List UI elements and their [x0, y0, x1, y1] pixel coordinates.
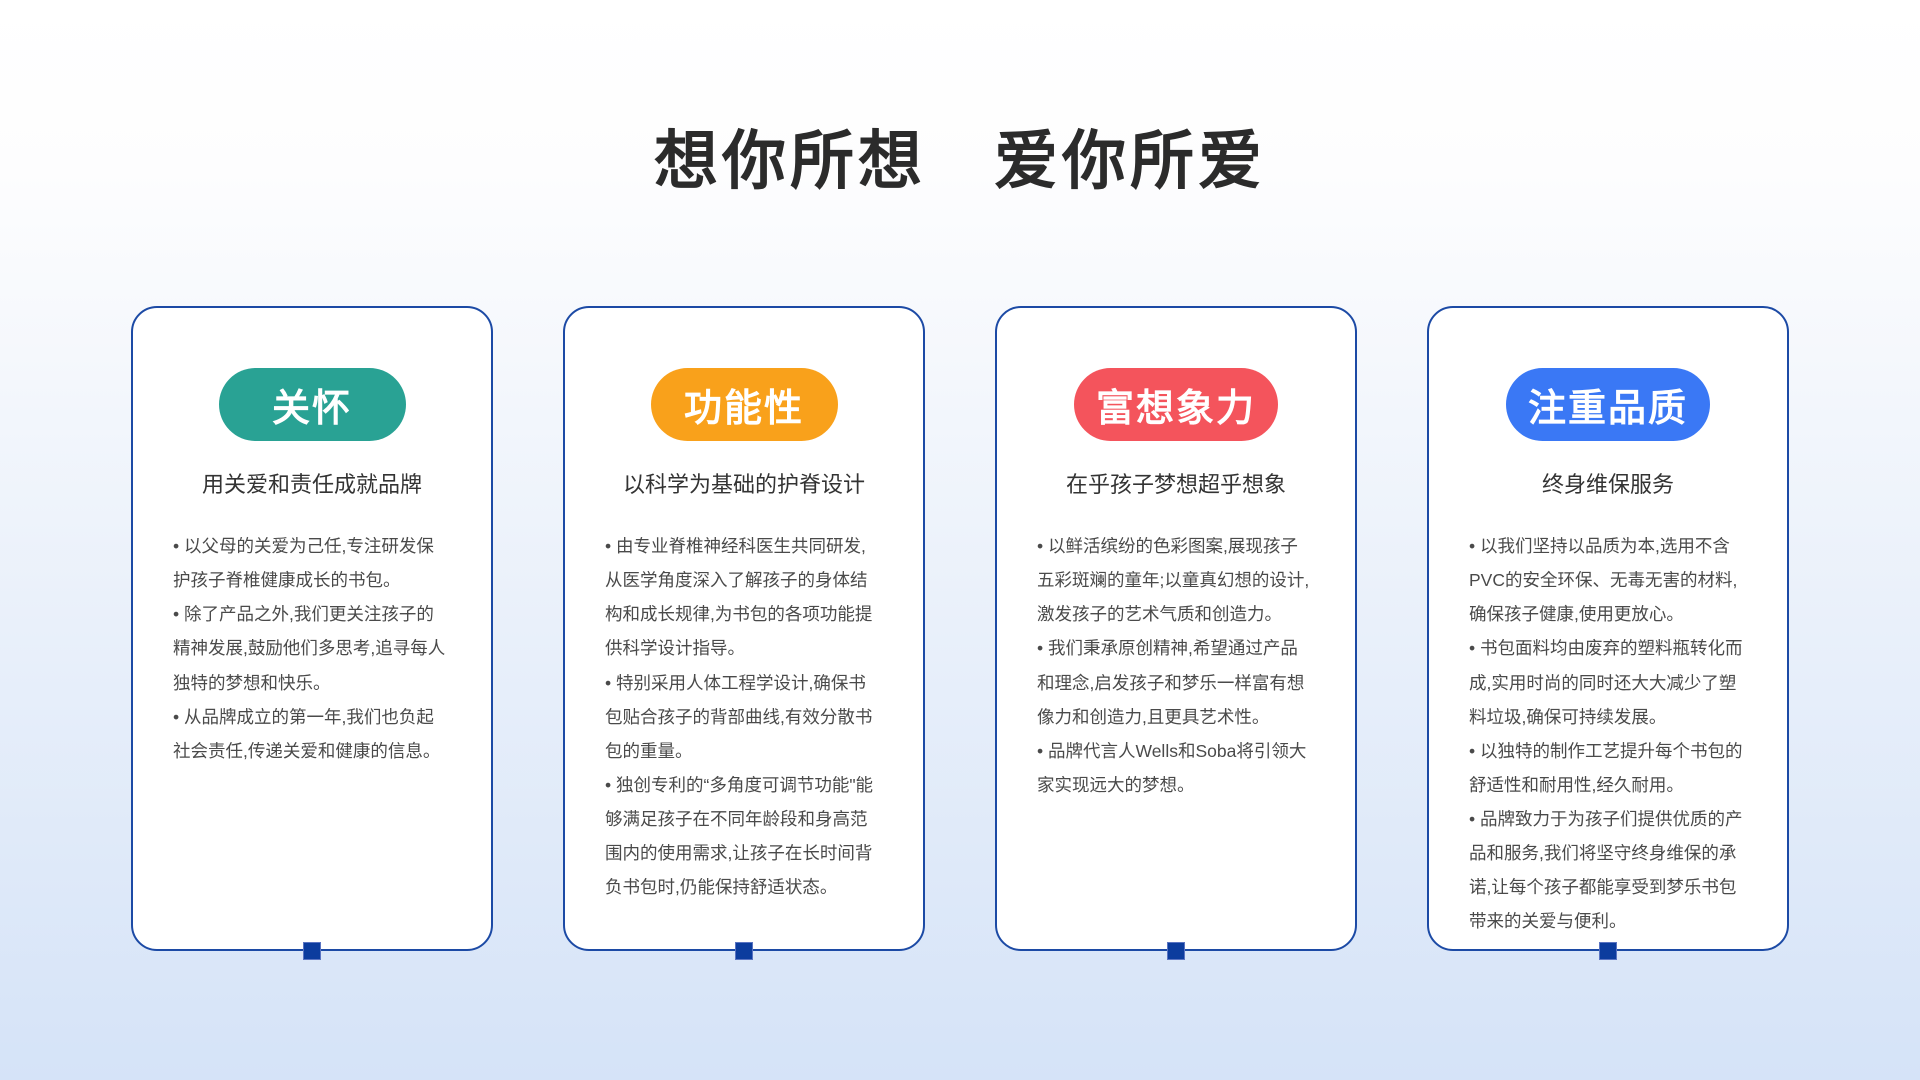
bullet-item: 由专业脊椎神经科医生共同研发,从医学角度深入了解孩子的身体结构和成长规律,为书包…: [605, 529, 883, 666]
care-badge: 关怀: [218, 368, 406, 441]
bullet-item: 以我们坚持以品质为本,选用不含PVC的安全环保、无毒无害的材料,确保孩子健康,使…: [1469, 529, 1747, 631]
quality-badge: 注重品质: [1505, 368, 1710, 441]
selection-handle: [1167, 942, 1185, 960]
card-subtitle: 在乎孩子梦想超乎想象: [1065, 472, 1286, 497]
bullet-list: 由专业脊椎神经科医生共同研发,从医学角度深入了解孩子的身体结构和成长规律,为书包…: [605, 529, 883, 904]
card-subtitle: 以科学为基础的护脊设计: [622, 472, 865, 497]
bullet-list: 以我们坚持以品质为本,选用不含PVC的安全环保、无毒无害的材料,确保孩子健康,使…: [1469, 529, 1747, 939]
card-care: 关怀 用关爱和责任成就品牌 以父母的关爱为己任,专注研发保护孩子脊椎健康成长的书…: [131, 306, 493, 960]
bullet-item: 品牌代言人Wells和Soba将引领大家实现远大的梦想。: [1037, 734, 1315, 802]
badge-row: 关怀: [133, 368, 491, 441]
card-subtitle: 终身维保服务: [1541, 472, 1674, 497]
bullet-item: 特别采用人体工程学设计,确保书包贴合孩子的背部曲线,有效分散书包的重量。: [605, 666, 883, 768]
bullet-list: 以父母的关爱为己任,专注研发保护孩子脊椎健康成长的书包。 除了产品之外,我们更关…: [173, 529, 451, 768]
cards-row: 关怀 用关爱和责任成就品牌 以父母的关爱为己任,专注研发保护孩子脊椎健康成长的书…: [0, 306, 1920, 960]
bullet-item: 以独特的制作工艺提升每个书包的舒适性和耐用性,经久耐用。: [1469, 734, 1747, 802]
bullet-item: 除了产品之外,我们更关注孩子的精神发展,鼓励他们多思考,追寻每人独特的梦想和快乐…: [173, 597, 451, 699]
bullet-item: 以鲜活缤纷的色彩图案,展现孩子五彩斑斓的童年;以童真幻想的设计,激发孩子的艺术气…: [1037, 529, 1315, 631]
bullet-item: 以父母的关爱为己任,专注研发保护孩子脊椎健康成长的书包。: [173, 529, 451, 597]
card-subtitle: 用关爱和责任成就品牌: [201, 472, 422, 497]
card-functionality: 功能性 以科学为基础的护脊设计 由专业脊椎神经科医生共同研发,从医学角度深入了解…: [563, 306, 925, 960]
page-title: 想你所想 爱你所爱: [654, 125, 1266, 197]
selection-handle: [1599, 942, 1617, 960]
bullet-item: 从品牌成立的第一年,我们也负起社会责任,传递关爱和健康的信息。: [173, 700, 451, 768]
bullet-item: 独创专利的“多角度可调节功能"能够满足孩子在不同年龄段和身高范围内的使用需求,让…: [605, 768, 883, 905]
selection-handle: [303, 942, 321, 960]
card-quality: 注重品质 终身维保服务 以我们坚持以品质为本,选用不含PVC的安全环保、无毒无害…: [1427, 306, 1789, 960]
bullet-item: 我们秉承原创精神,希望通过产品和理念,启发孩子和梦乐一样富有想像力和创造力,且更…: [1037, 631, 1315, 733]
bullet-item: 书包面料均由废弃的塑料瓶转化而成,实用时尚的同时还大大减少了塑料垃圾,确保可持续…: [1469, 631, 1747, 733]
functionality-badge: 功能性: [650, 368, 838, 441]
badge-row: 功能性: [565, 368, 923, 441]
imagination-badge: 富想象力: [1073, 368, 1278, 441]
selection-handle: [735, 942, 753, 960]
card-imagination: 富想象力 在乎孩子梦想超乎想象 以鲜活缤纷的色彩图案,展现孩子五彩斑斓的童年;以…: [995, 306, 1357, 960]
badge-row: 注重品质: [1429, 368, 1787, 441]
bullet-list: 以鲜活缤纷的色彩图案,展现孩子五彩斑斓的童年;以童真幻想的设计,激发孩子的艺术气…: [1037, 529, 1315, 802]
bullet-item: 品牌致力于为孩子们提供优质的产品和服务,我们将坚守终身维保的承诺,让每个孩子都能…: [1469, 802, 1747, 939]
badge-row: 富想象力: [997, 368, 1355, 441]
